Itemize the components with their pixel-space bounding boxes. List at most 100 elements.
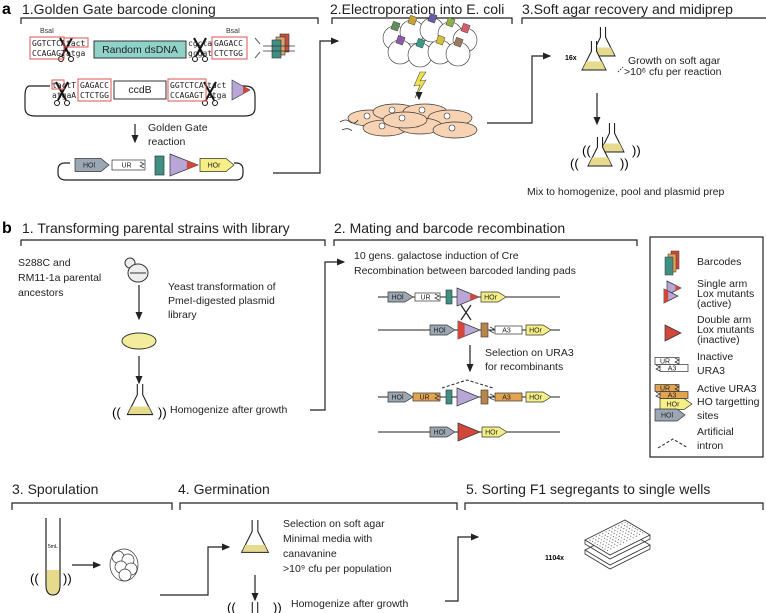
bracket-a2 — [331, 17, 513, 24]
well — [607, 546, 609, 549]
text-line: RM11-1a parental — [18, 272, 101, 284]
well — [605, 545, 607, 547]
seq: atgaA — [52, 91, 76, 100]
seq: atga — [66, 49, 85, 58]
shake-marks: (( — [570, 156, 579, 171]
random-dsdna-box — [93, 40, 187, 59]
well — [642, 532, 644, 534]
well — [627, 534, 629, 536]
ccdb-label: ccdB — [128, 84, 151, 96]
split-marker-icon — [489, 326, 495, 334]
handle — [212, 100, 218, 106]
handle — [202, 56, 208, 62]
legend-active-ura-top-label: UR — [660, 386, 670, 393]
legend-double: Lox mutants — [697, 324, 754, 336]
flow-arrow-a2 — [487, 52, 552, 124]
well — [610, 534, 612, 536]
flask-icon — [240, 520, 270, 553]
barcode-segment — [395, 34, 406, 46]
panel-label-a: a — [2, 1, 11, 18]
barcode-box — [480, 389, 489, 405]
scissors-icon — [192, 37, 208, 62]
well — [611, 542, 613, 544]
transform-text: Yeast transformation of PmeI-digested pl… — [168, 281, 276, 321]
well — [600, 539, 603, 541]
flow-arrow-b3 — [160, 543, 231, 596]
well — [632, 537, 634, 539]
split-marker-icon — [674, 384, 680, 392]
well — [609, 540, 611, 542]
well — [595, 536, 598, 538]
legend-intron: Artificial — [697, 426, 734, 438]
barcode-segment — [427, 12, 438, 24]
panel-label-b: b — [2, 220, 12, 237]
well — [624, 521, 626, 524]
final-plasmid — [57, 162, 244, 181]
well — [622, 531, 624, 533]
lox-site-icon — [456, 387, 480, 407]
legend-intron-icon — [657, 438, 689, 449]
well — [626, 540, 628, 542]
legend-ho: sites — [697, 410, 719, 422]
well — [628, 527, 631, 530]
text-line: S288C and — [18, 257, 71, 269]
golden-gate-label: Golden Gate — [148, 122, 208, 134]
flask-outline — [240, 520, 270, 553]
legend-hol-site-label: HOl — [661, 413, 674, 420]
ura3-fragment-label: A3 — [502, 395, 511, 402]
well — [608, 543, 610, 545]
bracket-b5 — [464, 502, 764, 510]
well — [638, 533, 641, 536]
agar-plate-icon — [121, 332, 157, 350]
well — [613, 546, 615, 548]
plasmid-dot — [363, 112, 371, 120]
cfu-text: >10⁶ cfu per reaction — [624, 66, 722, 78]
well — [592, 537, 594, 540]
seq: GGTCTCA — [170, 81, 204, 90]
shake-marks: )) — [158, 405, 167, 420]
step-b1-title: 1. Transforming parental strains with li… — [22, 220, 290, 236]
well — [617, 528, 619, 530]
barcode-box — [445, 289, 453, 305]
legend-barcodes: Barcodes — [697, 256, 741, 268]
barcode-segment — [407, 14, 418, 26]
well — [625, 532, 627, 534]
hor-site — [481, 426, 508, 438]
ura3-fragment — [494, 392, 523, 402]
step-a2-title: 2.Electroporation into E. coli — [330, 1, 504, 17]
hor-site — [199, 158, 235, 172]
ccdb-box — [113, 80, 167, 100]
bracket-a3 — [521, 17, 766, 24]
hor-site-label: HOr — [208, 163, 222, 170]
seq: CCAGAGT — [170, 91, 204, 100]
flask-icon — [599, 123, 625, 153]
ecoli-cell — [432, 121, 478, 139]
lox-icon — [231, 79, 251, 101]
well — [611, 528, 614, 530]
legend-ho: HO targetting — [697, 396, 760, 408]
well — [619, 532, 621, 534]
hol-site — [74, 158, 110, 172]
destination-vector: tactT atgaA GAGACC CTCTGG ccdB GGTCTCA C… — [24, 78, 256, 117]
barcode-segment — [390, 20, 401, 32]
well — [616, 545, 618, 547]
well — [626, 526, 628, 528]
hol-site-label: HOl — [391, 395, 404, 402]
crossover-icon — [460, 304, 472, 321]
split-marker-icon — [674, 357, 680, 365]
text-line: PmeI-digested plasmid — [168, 295, 275, 307]
ura3-fragment — [412, 392, 441, 402]
well — [599, 534, 601, 536]
lox-site-icon — [664, 324, 682, 342]
lox-mutant-base — [458, 321, 465, 339]
well — [628, 531, 630, 533]
well — [613, 532, 615, 535]
step-a3-title: 3.Soft agar recovery and midiprep — [522, 1, 733, 17]
well — [612, 535, 615, 538]
well — [633, 530, 636, 533]
well — [631, 529, 633, 531]
handle — [54, 100, 60, 106]
well — [598, 537, 600, 539]
text-line: >10⁹ cfu per population — [283, 563, 392, 575]
legend-intron: intron — [697, 440, 723, 452]
